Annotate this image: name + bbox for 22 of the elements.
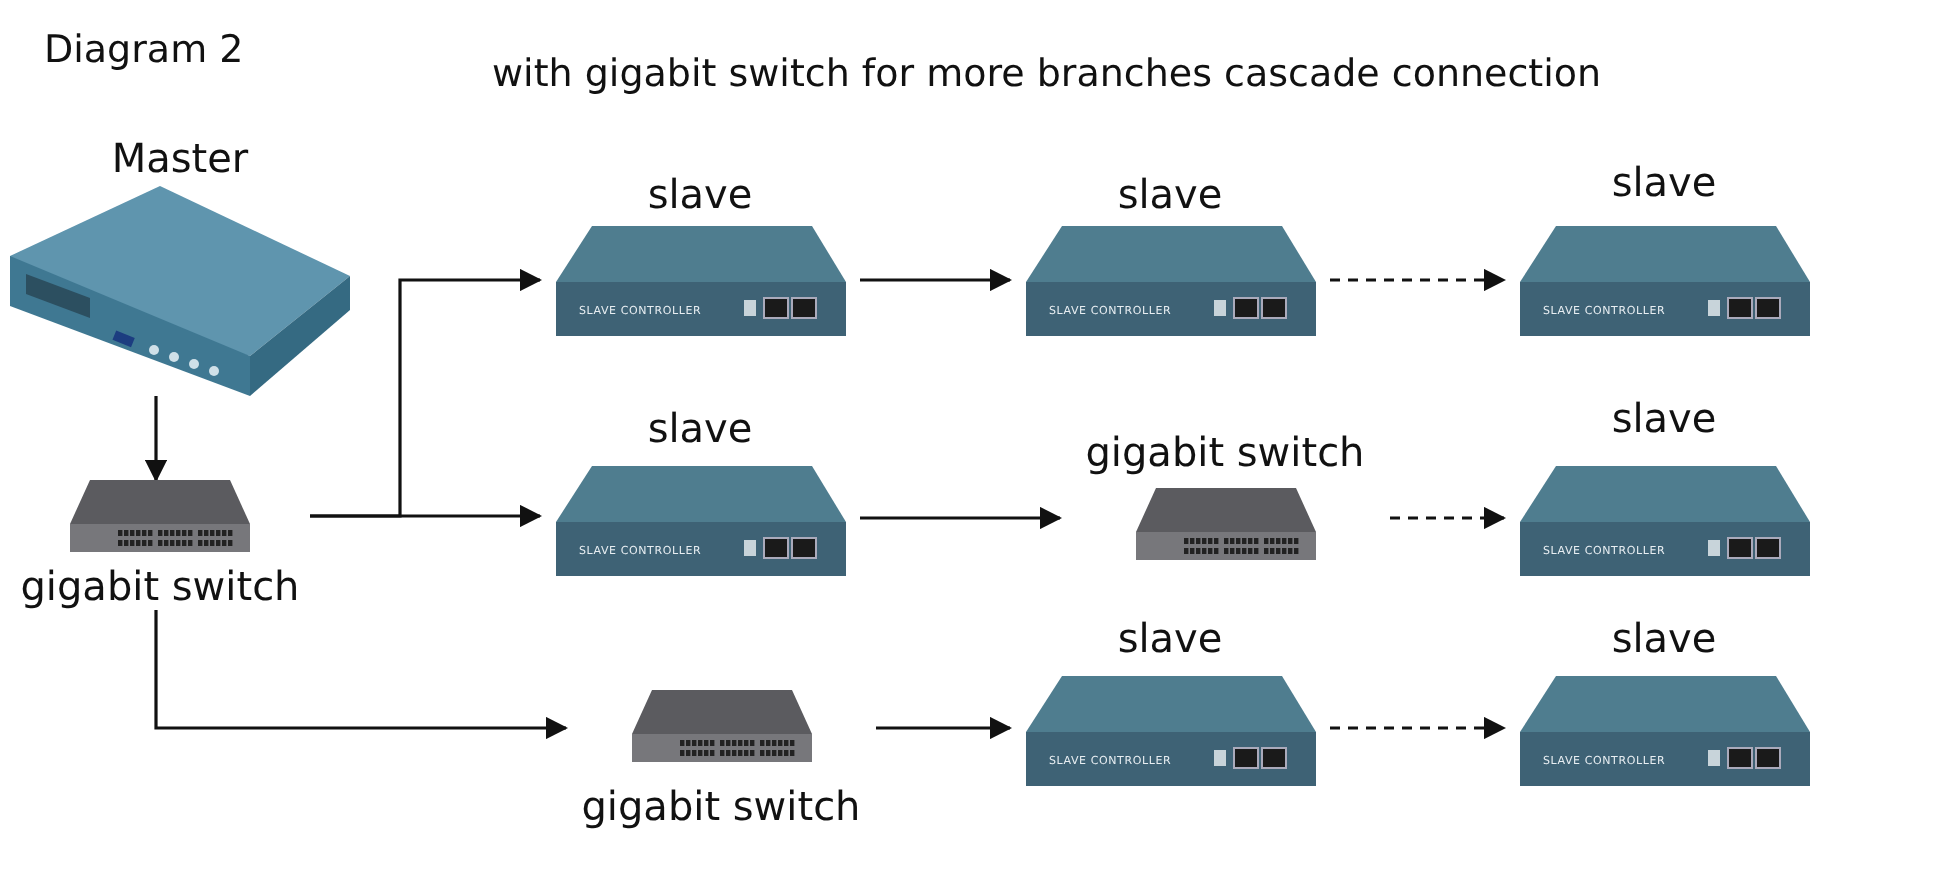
arrow (154, 610, 569, 740)
arrow (1330, 268, 1507, 292)
device-label: slave (1611, 396, 1717, 442)
arrow (860, 268, 1013, 292)
device-label: slave (1117, 616, 1223, 662)
diagram-title: with gigabit switch for more branches cascade connection (492, 52, 1602, 96)
device-label: slave (647, 172, 753, 218)
device-label: Master (111, 136, 249, 182)
arrow (144, 396, 168, 483)
arrow (876, 716, 1013, 740)
device-label: gigabit switch (1085, 430, 1365, 476)
device-label: gigabit switch (20, 564, 300, 610)
arrow (1330, 716, 1507, 740)
device-label: slave (647, 406, 753, 452)
device-label: gigabit switch (581, 784, 861, 830)
arrow (310, 504, 543, 528)
device-label: slave (1117, 172, 1223, 218)
device-label: slave (1611, 160, 1717, 206)
arrow (1390, 506, 1507, 530)
arrow (860, 506, 1063, 530)
diagram-label: Diagram 2 (44, 28, 244, 72)
device-label: slave (1611, 616, 1717, 662)
